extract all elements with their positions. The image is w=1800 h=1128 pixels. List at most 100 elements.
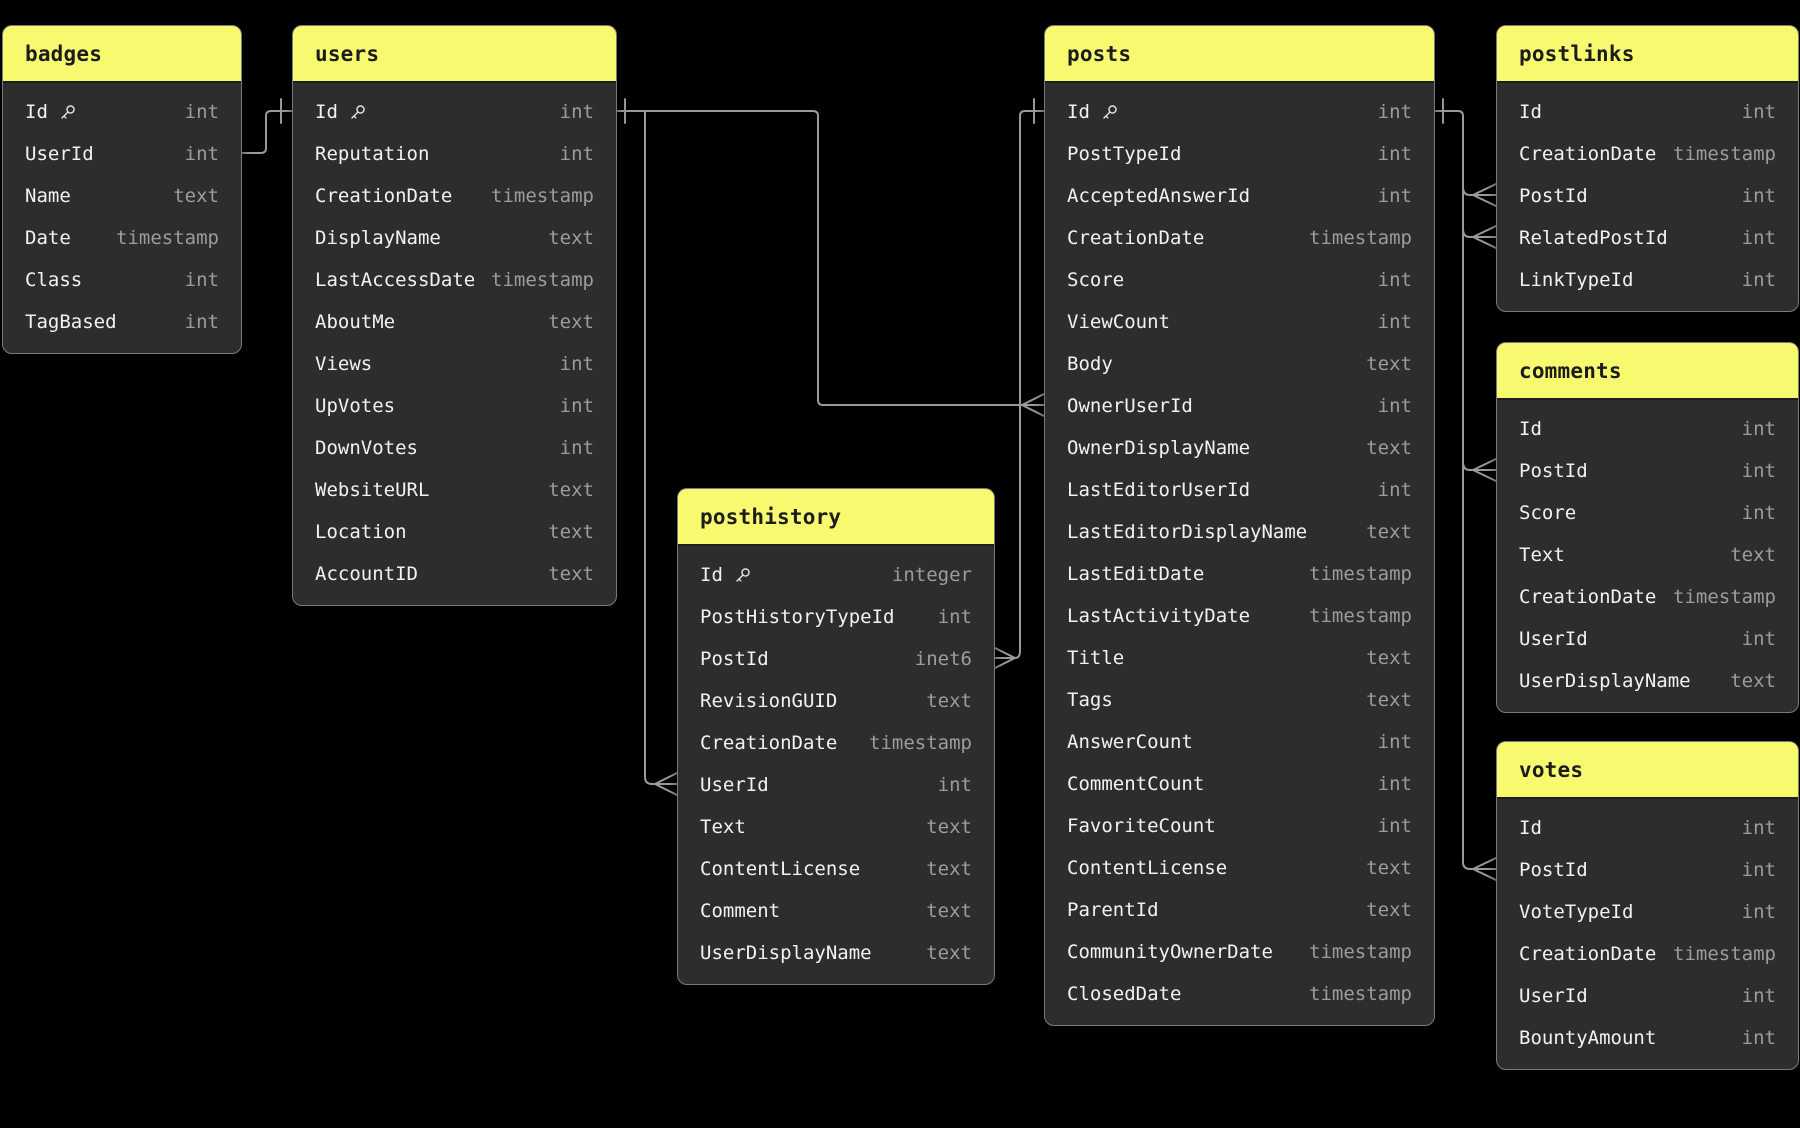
column-name: WebsiteURL: [315, 479, 430, 501]
column-name: LastEditDate: [1067, 563, 1205, 585]
column-type: timestamp: [1309, 941, 1412, 963]
column-name: PostHistoryTypeId: [700, 606, 895, 628]
column-name: Location: [315, 521, 407, 543]
crow-foot: [992, 646, 1016, 670]
column-type: int: [1377, 185, 1412, 207]
column-type: int: [184, 269, 219, 291]
column-name: LastEditorDisplayName: [1067, 521, 1308, 543]
column-name: LastAccessDate: [315, 269, 476, 291]
primary-key-icon: [58, 103, 77, 122]
column-type: int: [1741, 985, 1776, 1007]
column-name: Tags: [1067, 689, 1113, 711]
column-name: Id: [1519, 418, 1542, 440]
column-type: int: [1377, 479, 1412, 501]
connector-posts-id-to-postlinks-relatedpostid: [1462, 225, 1497, 249]
column-type: inet6: [914, 648, 972, 670]
column-name: DownVotes: [315, 437, 418, 459]
column-type: text: [1366, 437, 1412, 459]
column-row: UserId int: [1497, 975, 1798, 1017]
column-type: int: [559, 353, 594, 375]
connector-badges-userid-to-users-id: [239, 98, 293, 154]
column-name: Date: [25, 227, 71, 249]
column-type: text: [548, 479, 594, 501]
column-type: int: [559, 143, 594, 165]
column-name: UserId: [1519, 985, 1588, 1007]
column-type: int: [937, 606, 972, 628]
column-type: text: [1366, 353, 1412, 375]
table-postlinks-header[interactable]: postlinks: [1497, 26, 1798, 83]
column-type: int: [1377, 773, 1412, 795]
column-name: AnswerCount: [1067, 731, 1193, 753]
table-title: badges: [25, 41, 103, 66]
table-users-header[interactable]: users: [293, 26, 616, 83]
column-type: text: [548, 521, 594, 543]
column-name: UserDisplayName: [1519, 670, 1691, 692]
column-name: LastEditorUserId: [1067, 479, 1251, 501]
column-name: Text: [700, 816, 746, 838]
connector-posts-id-to-postlinks-postid: [1462, 183, 1497, 207]
column-type: text: [548, 227, 594, 249]
connector-posts-id-to-posthistory-postid: [992, 98, 1045, 670]
column-name: CreationDate: [1519, 586, 1657, 608]
column-name: ClosedDate: [1067, 983, 1182, 1005]
column-type: int: [1741, 418, 1776, 440]
column-type: timestamp: [869, 732, 972, 754]
table-comments-header[interactable]: comments: [1497, 343, 1798, 400]
table-badges-header[interactable]: badges: [3, 26, 241, 83]
column-type: text: [1366, 647, 1412, 669]
column-row: Text text: [678, 806, 994, 848]
column-name: TagBased: [25, 311, 117, 333]
column-type: int: [184, 311, 219, 333]
column-type: timestamp: [491, 185, 594, 207]
column-type: int: [1741, 628, 1776, 650]
column-type: int: [184, 143, 219, 165]
column-type: int: [1741, 901, 1776, 923]
column-name: UserDisplayName: [700, 942, 872, 964]
column-row: Location text: [293, 511, 616, 553]
connector-posts-id-to-comments-postid: [1462, 458, 1497, 482]
table-votes-header[interactable]: votes: [1497, 742, 1798, 799]
column-name: BountyAmount: [1519, 1027, 1657, 1049]
table-posthistory-header[interactable]: posthistory: [678, 489, 994, 546]
table-posts-header[interactable]: posts: [1045, 26, 1434, 83]
column-name: PostId: [700, 648, 769, 670]
primary-key-icon: [1100, 103, 1119, 122]
column-name: AboutMe: [315, 311, 396, 333]
column-name: Id: [1067, 101, 1090, 123]
column-name: PostId: [1519, 859, 1588, 881]
column-name: PostTypeId: [1067, 143, 1182, 165]
table-title: users: [315, 41, 380, 66]
column-name: RevisionGUID: [700, 690, 838, 712]
column-row: Id int: [1497, 408, 1798, 450]
column-type: text: [926, 816, 972, 838]
crow-foot: [1472, 857, 1497, 881]
column-name: UserId: [1519, 628, 1588, 650]
column-type: text: [548, 311, 594, 333]
table-posts[interactable]: posts Id int PostTypeId int AcceptedAnswer…: [1044, 25, 1435, 1026]
column-name: VoteTypeId: [1519, 901, 1634, 923]
column-row: TagBased int: [3, 301, 241, 343]
column-name: Id: [25, 101, 48, 123]
